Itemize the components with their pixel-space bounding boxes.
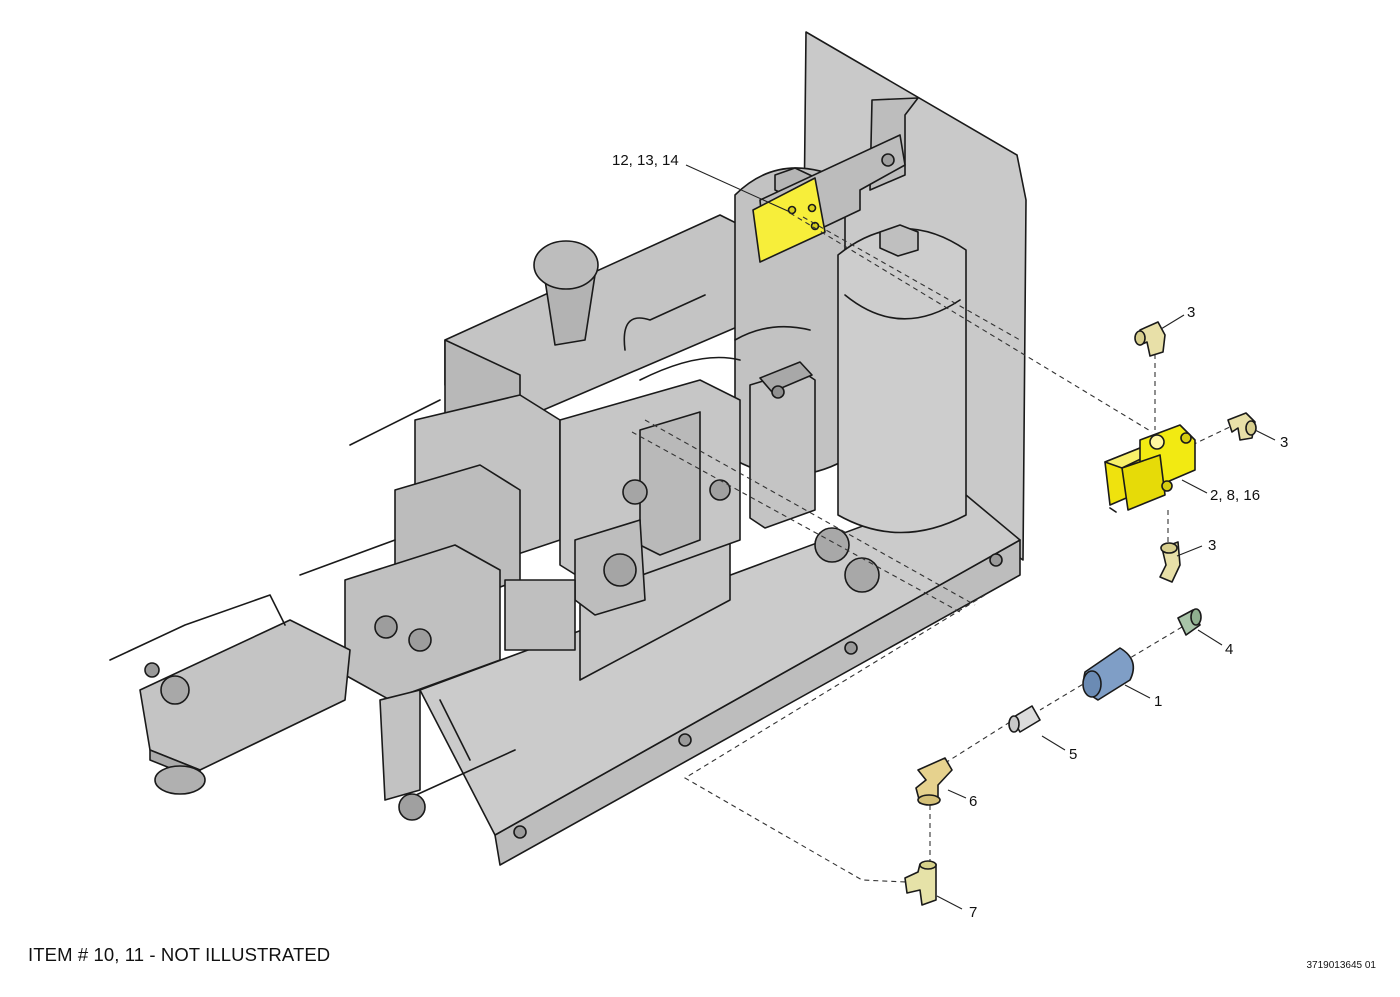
check-fitting-green [1177,608,1202,636]
callout-3-right: 3 [1280,434,1288,451]
callout-leaders [685,164,1276,910]
callout-3-bottom: 3 [1208,537,1216,554]
not-illustrated-note: ITEM # 10, 11 - NOT ILLUSTRATED [28,944,331,965]
mounting-bracket-yellow [752,177,826,263]
callout-1: 1 [1154,693,1162,710]
valve-block-stack [299,294,880,701]
elbow-fitting-bottom [1159,541,1181,583]
callout-labels: 12, 13, 14 3 3 2, 8, 16 3 4 1 5 6 7 [612,152,1288,921]
callout-4: 4 [1225,641,1233,658]
callout-7: 7 [969,904,977,921]
tow-bar-assembly [109,594,516,821]
callout-3-top: 3 [1187,304,1195,321]
elbow-fitting-right [1227,412,1257,441]
exploded-view-leaders [631,212,1233,883]
elbow-fitting-6 [915,757,953,806]
solenoid-valve-yellow [1104,424,1196,513]
callout-6: 6 [969,793,977,810]
callout-5: 5 [1069,746,1077,763]
elbow-fitting-top [1134,321,1166,357]
callout-12-13-14: 12, 13, 14 [612,152,679,169]
callout-2-8-16: 2, 8, 16 [1210,487,1260,504]
breather-cap [533,240,599,346]
filter-canister-front [837,224,967,534]
tee-fitting-7 [904,860,937,906]
inline-filter-blue [1082,647,1135,701]
drawing-number: 3719013645 01 [1306,960,1376,971]
adapter-fitting [1008,705,1041,733]
